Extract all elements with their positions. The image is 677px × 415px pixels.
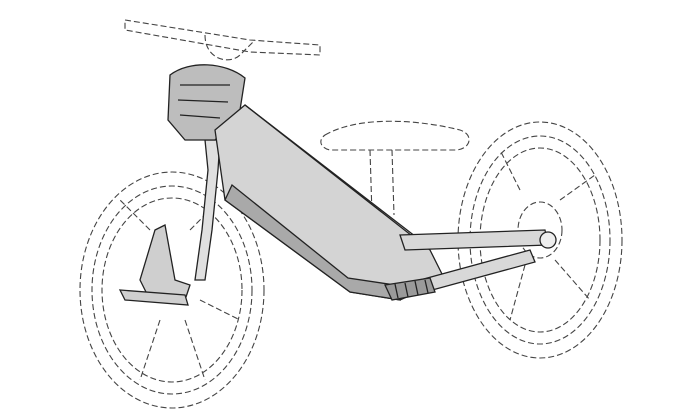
handlebar xyxy=(124,19,321,61)
front-fork xyxy=(118,139,221,306)
front-wheel xyxy=(79,171,265,409)
motor-block xyxy=(384,277,436,301)
frame-body xyxy=(214,104,446,301)
